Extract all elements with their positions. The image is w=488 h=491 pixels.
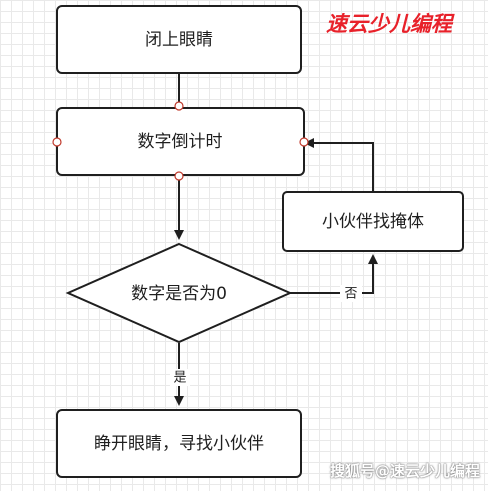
- connector-dot-countdown-right: [299, 137, 309, 147]
- edge-label-no-bg: [340, 285, 362, 302]
- node-open-eyes-label: 睁开眼睛，寻找小伙伴: [94, 434, 264, 454]
- connector-hide-to-countdown: [304, 138, 374, 192]
- node-decision-label: 数字是否为0: [131, 284, 227, 304]
- watermark: 搜狐号@速云少儿编程: [329, 462, 480, 480]
- edge-label-no: 否: [344, 287, 357, 302]
- node-close-eyes-label: 闭上眼睛: [145, 30, 213, 50]
- brand-logo: 速云少儿编程: [326, 11, 452, 36]
- node-close-eyes: 闭上眼睛: [56, 5, 302, 74]
- connector-dot-countdown-left: [52, 137, 62, 147]
- node-hide-label: 小伙伴找掩体: [322, 212, 424, 232]
- node-countdown-label: 数字倒计时: [138, 132, 223, 152]
- edge-label-yes: 是: [173, 371, 186, 386]
- connector-dots: [52, 101, 309, 181]
- edge-label-yes-bg: [170, 369, 190, 386]
- node-hide: 小伙伴找掩体: [282, 191, 464, 252]
- connector-dot-close-bottom: [174, 101, 184, 111]
- connector-dot-countdown-bottom: [174, 171, 184, 181]
- node-countdown: 数字倒计时: [56, 107, 305, 176]
- node-open-eyes: 睁开眼睛，寻找小伙伴: [56, 409, 302, 478]
- connector-decision-no-to-hide: [290, 254, 378, 294]
- node-decision: 数字是否为0: [65, 242, 293, 344]
